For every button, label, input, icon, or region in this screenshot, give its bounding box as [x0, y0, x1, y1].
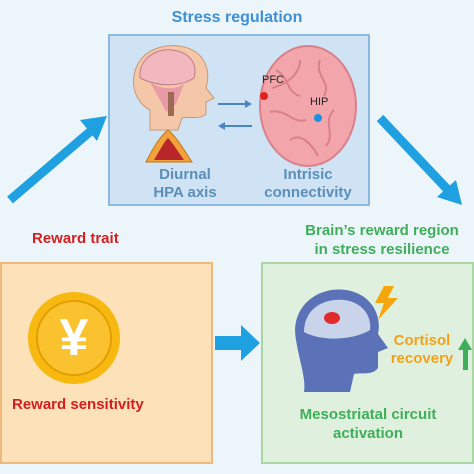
pfc-label: PFC	[262, 74, 284, 86]
head-brain-icon	[133, 45, 215, 131]
hpa-axis-line: HPA axis	[153, 184, 217, 201]
resilience-title-line1: Brain’s reward region	[305, 222, 459, 239]
resilience-title: Brain’s reward region in stress resilien…	[290, 221, 474, 259]
arrow-up-right-icon	[7, 116, 107, 204]
stress-regulation-title: Stress regulation	[171, 9, 303, 26]
up-arrow-icon	[458, 338, 472, 370]
diurnal-line: Diurnal	[159, 166, 211, 183]
hip-dot	[314, 114, 322, 122]
adrenal-gland-icon	[145, 129, 193, 163]
blue-head-brain-icon	[295, 289, 388, 392]
mesostriatal-label: Mesostriatal circuit activation	[270, 405, 466, 443]
pfc-dot	[260, 92, 268, 100]
hip-label: HIP	[310, 96, 329, 108]
lightning-icon	[375, 286, 398, 320]
resilience-title-line2: in stress resilience	[314, 241, 450, 258]
connectivity-line: connectivity	[264, 184, 352, 201]
pink-brain-icon	[259, 45, 357, 167]
arrow-right-icon	[215, 325, 260, 361]
intrisic-line: Intrisic	[283, 166, 333, 183]
reward-sensitivity-label: Reward sensitivity	[12, 396, 144, 413]
cortisol-recovery-label: Cortisol recovery	[384, 332, 460, 368]
exchange-arrows-icon	[218, 100, 252, 130]
cortisol-line: Cortisol	[393, 332, 451, 349]
yuan-coin-icon	[28, 292, 120, 384]
circuit-line1: Mesostriatal circuit	[299, 406, 437, 423]
intrinsic-connectivity-label: Intrisic connectivity	[246, 166, 370, 202]
diurnal-hpa-label: Diurnal HPA axis	[130, 166, 240, 202]
reward-trait-title: Reward trait	[32, 230, 119, 247]
coin-symbol: ¥	[59, 309, 89, 367]
arrow-down-right-icon	[376, 114, 462, 205]
recovery-line: recovery	[390, 350, 454, 367]
circuit-line2: activation	[332, 425, 404, 442]
